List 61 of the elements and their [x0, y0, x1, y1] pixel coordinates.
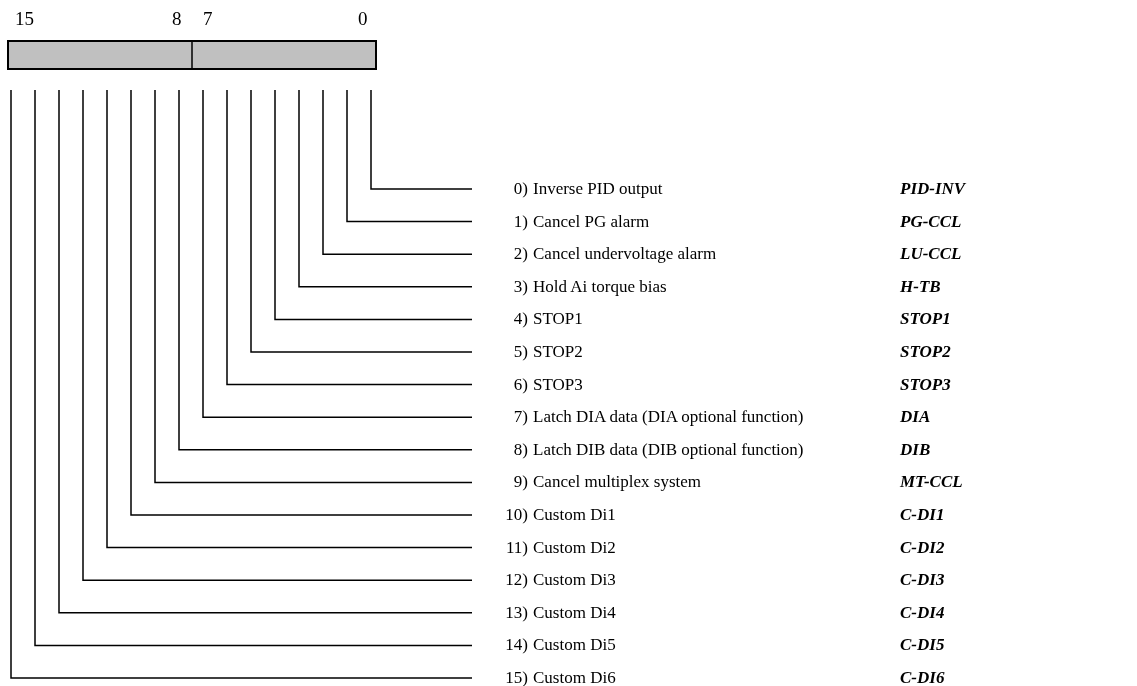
- leader-line: [370, 89, 473, 190]
- bit-description: STOP1: [533, 309, 583, 330]
- leader-line: [322, 89, 473, 255]
- leader-line: [274, 89, 473, 321]
- bit-index: 14): [505, 635, 528, 656]
- bit-index: 8): [513, 439, 528, 460]
- signal-code: C-DI4: [900, 602, 945, 623]
- bit-description: Cancel undervoltage alarm: [533, 244, 717, 265]
- bit-index: 2): [513, 244, 528, 265]
- bit-index: 6): [513, 374, 528, 395]
- bit-description: Custom Di5: [533, 635, 616, 656]
- signal-code: C-DI6: [900, 668, 945, 686]
- leader-line: [202, 89, 473, 418]
- bit-description: Custom Di2: [533, 537, 616, 558]
- bit-description: Cancel multiplex system: [533, 472, 702, 493]
- bit-index: 13): [505, 602, 528, 623]
- bit-description: Hold Ai torque bias: [533, 276, 667, 297]
- bit-description: Custom Di4: [533, 602, 616, 623]
- signal-code: STOP1: [900, 309, 951, 330]
- bit-description: Custom Di6: [533, 668, 616, 686]
- bit-description: Inverse PID output: [533, 179, 663, 199]
- bit-number: 15: [15, 8, 34, 30]
- bit-description: Cancel PG alarm: [533, 211, 650, 232]
- bit-number: 8: [172, 8, 182, 30]
- signal-code: H-TB: [900, 276, 941, 297]
- signal-code: C-DI5: [900, 635, 945, 656]
- leader-line: [226, 89, 473, 386]
- bit-description: STOP3: [533, 374, 583, 395]
- signal-code: DIA: [900, 407, 931, 428]
- signal-code: PID-INV: [900, 179, 966, 199]
- bit-index: 1): [513, 211, 528, 232]
- bit-index: 12): [505, 570, 528, 591]
- signal-code: LU-CCL: [900, 244, 962, 265]
- bit-index: 9): [513, 472, 528, 493]
- bit-index: 7): [513, 407, 528, 428]
- bit-description: Custom Di3: [533, 570, 616, 591]
- bit-index: 5): [513, 342, 528, 362]
- signal-code: STOP3: [900, 374, 951, 395]
- signal-code: C-DI2: [900, 537, 945, 558]
- bit-number: 7: [203, 8, 213, 30]
- bit-description: STOP2: [533, 342, 583, 362]
- signal-code: PG-CCL: [900, 211, 962, 232]
- bit-index: 0): [513, 179, 528, 199]
- signal-code: C-DI3: [900, 570, 945, 591]
- bit-description: Latch DIB data (DIB optional function): [533, 439, 804, 460]
- leader-line: [178, 89, 473, 451]
- bit-index: 15): [505, 668, 528, 686]
- leader-line: [298, 89, 473, 288]
- bit-number: 0: [358, 8, 368, 30]
- bit-description: Latch DIA data (DIA optional function): [533, 407, 804, 428]
- leader-line: [346, 89, 473, 223]
- signal-code: C-DI1: [900, 505, 945, 525]
- bit-description: Custom Di1: [533, 505, 616, 525]
- signal-code: STOP2: [900, 342, 951, 362]
- signal-code: MT-CCL: [900, 472, 963, 493]
- bit-index: 11): [505, 537, 528, 558]
- bit-index: 4): [513, 309, 528, 330]
- bit-index: 3): [513, 276, 528, 297]
- leader-line: [250, 89, 473, 353]
- signal-code: DIB: [900, 439, 931, 460]
- bit-index: 10): [505, 505, 528, 525]
